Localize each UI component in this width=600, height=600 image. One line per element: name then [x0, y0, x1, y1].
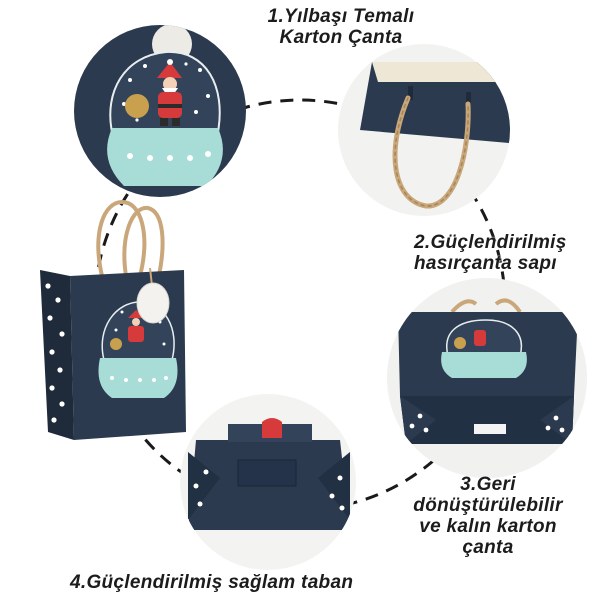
bag-rope-handles: [96, 199, 165, 282]
caption-handle: 2.Güçlendirilmiş hasırçanta sapı: [414, 232, 600, 274]
caption-handle-line2: hasırçanta sapı: [414, 253, 557, 274]
detail-circle-theme: [74, 25, 246, 197]
caption-handle-line1: 2.Güçlendirilmiş: [414, 232, 567, 253]
caption-recyclable-line1: 3.Geri: [460, 474, 516, 495]
detail-circle-handle: [338, 44, 510, 216]
caption-recyclable-line3: ve kalın karton: [419, 516, 557, 537]
santa-snow-globe-icon: [125, 59, 182, 126]
caption-recyclable-line2: dönüştürülebilir: [413, 495, 563, 516]
caption-theme-line2: Karton Çanta: [279, 27, 403, 48]
polka-dot-pattern: [45, 283, 65, 423]
caption-recyclable-line4: çanta: [462, 537, 514, 558]
rope-handle-icon: [392, 95, 471, 209]
detail-circle-bottom: [180, 394, 356, 570]
detail-circle-recyclable: [387, 278, 587, 478]
caption-recyclable: 3.Geri dönüştürülebilir ve kalın karton …: [398, 474, 578, 558]
caption-bottom-line1: 4.Güçlendirilmiş sağlam taban: [70, 572, 354, 593]
caption-theme: 1.Yılbaşı Temalı Karton Çanta: [236, 6, 446, 48]
gift-tag-icon: [136, 282, 170, 324]
caption-theme-line1: 1.Yılbaşı Temalı: [267, 6, 415, 27]
product-bag: [40, 199, 186, 440]
caption-bottom: 4.Güçlendirilmiş sağlam taban: [70, 572, 410, 593]
